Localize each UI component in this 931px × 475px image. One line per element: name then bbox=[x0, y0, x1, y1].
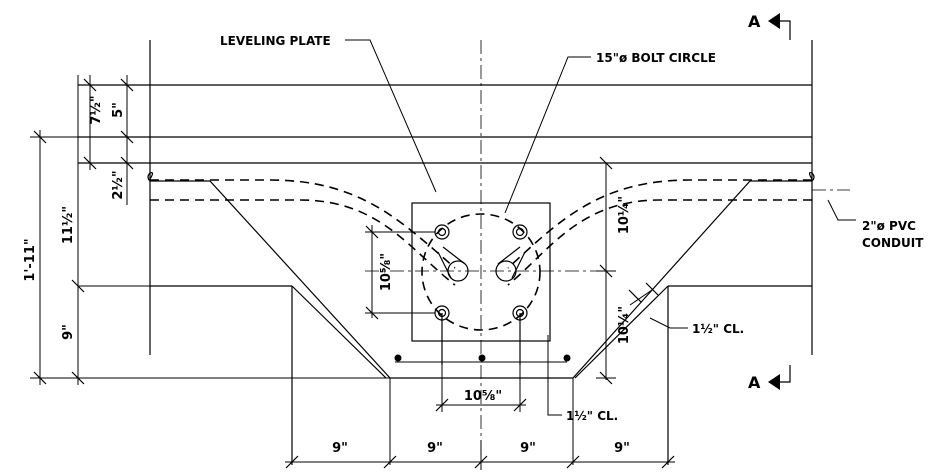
dim-bottom-4: 9" bbox=[614, 441, 630, 456]
dim-bolt-horizontal: 10⅝" bbox=[464, 389, 502, 404]
conduit-stubs bbox=[437, 246, 526, 282]
break-left bbox=[147, 172, 154, 182]
dim-bolt-vertical: 10⅝" bbox=[379, 253, 394, 291]
section-marker-bottom: A bbox=[748, 365, 791, 392]
rebar bbox=[394, 354, 571, 362]
dim-right-lower: 10¼" bbox=[617, 306, 632, 344]
dim-bottom-1: 9" bbox=[332, 441, 348, 456]
leaders bbox=[345, 39, 856, 416]
section-label-top: A bbox=[748, 12, 761, 31]
clearance-side-label: 1½" CL. bbox=[692, 322, 744, 336]
dim-bottom-3: 9" bbox=[520, 441, 536, 456]
bottom-dimensions bbox=[285, 440, 675, 470]
section-marker-top: A bbox=[748, 12, 791, 40]
dim-7-half: 7½" bbox=[89, 95, 104, 124]
pvc-conduit-label-2: CONDUIT bbox=[862, 236, 924, 250]
pvc-conduit-label-1: 2"ø PVC bbox=[862, 219, 916, 233]
center-lines bbox=[365, 40, 850, 465]
bolt-circle-label: 15"ø BOLT CIRCLE bbox=[596, 51, 716, 65]
leveling-plate-label: LEVELING PLATE bbox=[220, 34, 331, 48]
section-label-bottom: A bbox=[748, 373, 761, 392]
dim-5: 5" bbox=[111, 102, 126, 118]
dim-9-left: 9" bbox=[61, 324, 76, 340]
bolt-dimensions bbox=[365, 225, 527, 412]
bolt-circle bbox=[421, 213, 541, 331]
clearance-bottom-label: 1½" CL. bbox=[566, 409, 618, 423]
pvc-conduits bbox=[150, 179, 812, 286]
dim-1-11: 1'-11" bbox=[23, 238, 38, 281]
left-dimensions bbox=[30, 75, 390, 385]
slab-lines bbox=[78, 40, 813, 355]
dim-2-half: 2½" bbox=[111, 170, 126, 199]
break-right bbox=[808, 172, 815, 182]
dim-right-upper: 10¼" bbox=[617, 196, 632, 234]
dim-bottom-2: 9" bbox=[427, 441, 443, 456]
dim-11-half: 11½" bbox=[61, 206, 76, 244]
right-dimensions bbox=[596, 156, 616, 385]
trench-outline bbox=[150, 180, 812, 465]
